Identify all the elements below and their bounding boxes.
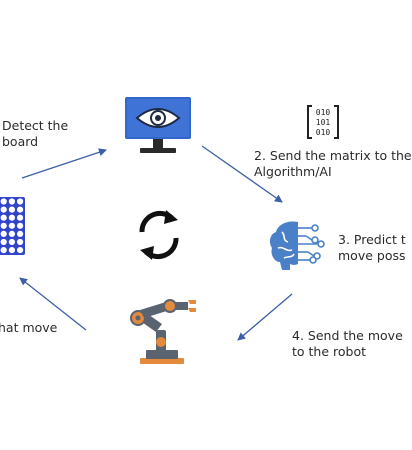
board-hole (8, 230, 15, 237)
arrow-monitor-to-ai (201, 145, 283, 203)
board-hole (8, 222, 15, 229)
step-5-line1: hat move (0, 320, 58, 335)
step-2-label: 2. Send the matrix to the Algorithm/AI (254, 148, 412, 180)
board-hole (8, 247, 15, 254)
step-4-label: 4. Send the move to the robot (292, 328, 403, 360)
board-hole (17, 247, 24, 254)
flow-arrows (19, 145, 293, 341)
step-1-line2: board (2, 134, 39, 149)
arrow-detect-to-monitor (21, 148, 107, 179)
board-hole (17, 230, 24, 237)
board-hole (17, 214, 24, 221)
board-hole (0, 222, 7, 229)
board-hole (17, 238, 24, 246)
board-hole (0, 230, 7, 237)
board-hole (0, 198, 7, 205)
arrow-robot-to-board (19, 277, 87, 331)
step-5-label: hat move (0, 320, 57, 336)
board-hole (17, 198, 24, 205)
binary-matrix-icon: 010 101 010 (307, 105, 339, 139)
board-hole (17, 222, 24, 229)
step-1-line1: Detect the (2, 118, 69, 133)
board-hole (8, 206, 15, 213)
step-3-line2: move poss (338, 248, 406, 263)
ai-brain-icon (269, 221, 325, 270)
svg-text:010: 010 (316, 128, 331, 137)
robot-arm-icon (130, 299, 196, 364)
step-3-line1: 3. Predict t (338, 232, 406, 247)
step-1-label: Detect the board (2, 118, 68, 150)
board-hole (0, 206, 7, 213)
board-hole (0, 247, 7, 254)
cycle-icon (139, 210, 179, 260)
step-3-label: 3. Predict t move poss (338, 232, 406, 264)
step-2-line1: 2. Send the matrix to the (254, 148, 412, 163)
arrow-ai-to-robot (237, 293, 293, 341)
board-hole (17, 206, 24, 213)
board-hole (0, 214, 7, 221)
board-hole (8, 214, 15, 221)
board-hole (8, 198, 15, 205)
step-2-line2: Algorithm/AI (254, 164, 332, 179)
game-board-icon (0, 196, 26, 260)
svg-text:010: 010 (316, 108, 331, 117)
svg-text:101: 101 (316, 118, 331, 127)
step-4-line2: to the robot (292, 344, 367, 359)
step-4-line1: 4. Send the move (292, 328, 403, 343)
board-hole (8, 238, 15, 246)
monitor-eye-icon (125, 97, 191, 153)
board-hole (0, 238, 7, 246)
